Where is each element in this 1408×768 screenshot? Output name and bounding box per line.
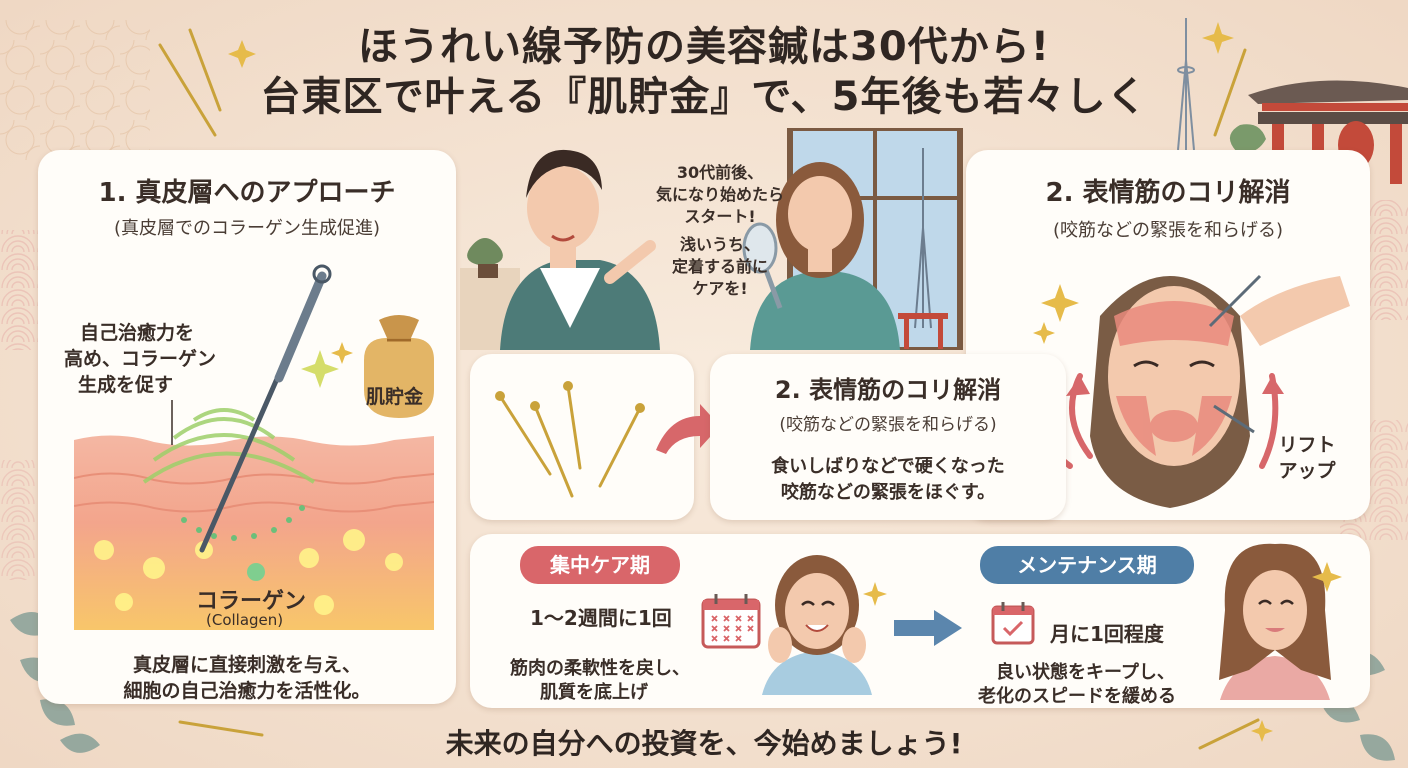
needles-card	[470, 354, 694, 520]
skin-illustration	[74, 264, 434, 630]
title-line-1: ほうれい線予防の美容鍼は30代から!	[358, 24, 1050, 70]
facial-muscle-subheading: (咬筋などの緊張を和らげる)	[1052, 220, 1284, 241]
sparkle-icon	[863, 582, 887, 606]
footer-cta: 未来の自分への投資を、今始めましょう!	[445, 727, 963, 760]
phase1-desc-2: 肌質を底上げ	[540, 682, 648, 703]
callout-line-1: 自己治癒力を	[80, 322, 195, 344]
skytree-icon	[1177, 18, 1195, 151]
young-woman-figure	[1219, 543, 1331, 700]
speech-line-2: 気になり始めたら	[655, 185, 784, 204]
smiling-woman-figure	[762, 555, 872, 695]
callout-line-2: 高め、コラーゲン	[64, 348, 217, 370]
phase1-desc-1: 筋肉の柔軟性を戻し、	[510, 658, 690, 679]
detail-heading: 2. 表情筋のコリ解消	[774, 376, 1002, 404]
collagen-label: コラーゲン	[196, 589, 307, 614]
needles-illustration	[495, 381, 645, 498]
speech-line-4: 浅いうち、	[679, 235, 760, 254]
dermis-subheading: (真皮層でのコラーゲン生成促進)	[113, 218, 381, 239]
therapist-figure	[500, 149, 660, 350]
consultation-illustration	[460, 128, 963, 350]
temple-icon	[1248, 80, 1408, 184]
facial-muscle-heading: 2. 表情筋のコリ解消	[1045, 178, 1291, 208]
phase1-frequency: 1〜2週間に1回	[530, 606, 672, 630]
sparkle-icon-2	[1312, 562, 1342, 592]
lift-up-line-1: リフト	[1278, 434, 1336, 456]
acupuncture-needle-icon	[199, 264, 332, 553]
money-bag-icon	[364, 315, 434, 418]
detail-subheading: (咬筋などの緊張を和らげる)	[779, 415, 997, 435]
phase2-frequency: 月に1回程度	[1050, 622, 1164, 646]
title-line-2: 台東区で叶える『肌貯金』で、5年後も若々しく	[260, 74, 1148, 120]
collagen-en-label: (Collagen)	[206, 611, 284, 629]
callout-line-3: 生成を促す	[78, 374, 174, 396]
dermis-caption-2: 細胞の自己治癒力を活性化。	[123, 680, 371, 702]
face-muscle-illustration	[1033, 274, 1350, 508]
calendar-check-icon	[991, 602, 1035, 645]
detail-body-2: 咬筋などの緊張をほぐす。	[780, 482, 996, 503]
phase1-badge: 集中ケア期	[520, 546, 680, 584]
phase2-desc-1: 良い状態をキープし、	[996, 662, 1175, 683]
phase2-badge: メンテナンス期	[980, 546, 1194, 584]
needle-decoration-icon	[158, 28, 222, 137]
speech-line-6: ケアを!	[692, 279, 748, 298]
page-title: ほうれい線予防の美容鍼は30代から! 台東区で叶える『肌貯金』で、5年後も若々し…	[0, 22, 1408, 122]
speech-line-3: スタート!	[684, 207, 756, 226]
money-bag-label: 肌貯金	[366, 386, 424, 408]
calendar-icon	[701, 594, 761, 649]
lift-up-label: リフト アップ	[1262, 432, 1352, 484]
speech-line-1: 30代前後、	[676, 163, 764, 182]
detail-body-1: 食いしばりなどで硬くなった	[771, 456, 1005, 477]
speech-bubble: 30代前後、 気になり始めたら スタート! 浅いうち、 定着する前に ケアを!	[640, 162, 800, 300]
arrow-right-icon	[656, 404, 720, 454]
facial-muscle-detail-card	[710, 354, 1066, 520]
client-figure	[742, 162, 900, 350]
dermis-heading: 1. 真皮層へのアプローチ	[98, 178, 396, 208]
speech-line-5: 定着する前に	[671, 257, 768, 276]
arrow-right-blue-icon	[894, 610, 962, 646]
lift-up-line-2: アップ	[1278, 460, 1336, 482]
dermis-caption-1: 真皮層に直接刺激を与え、	[132, 654, 361, 676]
phase2-desc-2: 老化のスピードを緩める	[978, 686, 1176, 707]
